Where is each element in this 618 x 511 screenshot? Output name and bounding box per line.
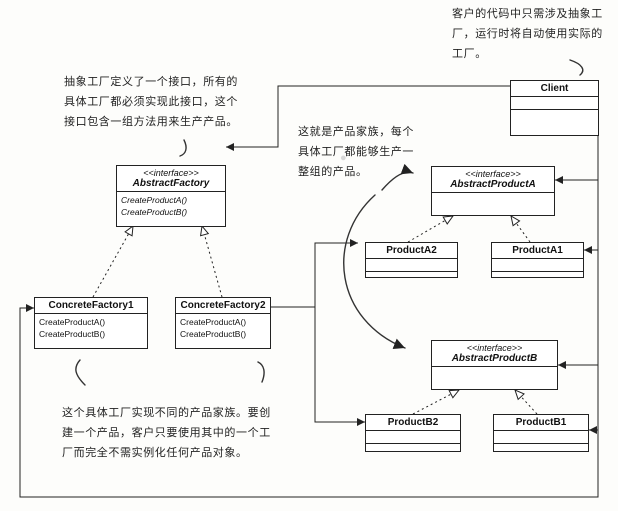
operation: CreateProductB() bbox=[180, 329, 247, 339]
note-line: 这个具体工厂实现不同的产品家族。要创 bbox=[62, 406, 271, 419]
note-line: 抽象工厂定义了一个接口，所有的 bbox=[64, 75, 238, 88]
note-line: 具体工厂都能够生产一 bbox=[298, 145, 414, 158]
interface-stereotype: <<interface>> bbox=[465, 169, 521, 179]
operation: CreateProductA() bbox=[121, 195, 188, 205]
client-to-product-b1-association bbox=[589, 365, 599, 434]
note-line: 接口包含一组方法用来生产产品。 bbox=[64, 115, 238, 128]
concrete-factory-2-to-product-b2 bbox=[314, 307, 365, 426]
client-to-concrete-factory-1-association bbox=[19, 304, 599, 498]
concrete-note-pointer-right bbox=[257, 361, 265, 383]
note-line: 厂而完全不需实例化任何产品对象。 bbox=[62, 446, 248, 459]
cf2-implements-abstract-factory bbox=[199, 224, 223, 298]
product-a2-class-box: ProductA2 bbox=[365, 242, 458, 278]
background-text: ● bbox=[340, 152, 347, 164]
operation: CreateProductB() bbox=[39, 329, 106, 339]
operation: CreateProductB() bbox=[121, 207, 188, 217]
client-class-box: Client bbox=[510, 80, 599, 136]
product-b1-class-box: ProductB1 bbox=[493, 414, 589, 452]
note-line: 整组的产品。 bbox=[298, 165, 368, 178]
class-name: ConcreteFactory1 bbox=[48, 300, 134, 311]
client-to-abstract-factory-association bbox=[226, 85, 510, 151]
family-arrow-to-product-b bbox=[343, 194, 406, 350]
note-line: 客户的代码中只需涉及抽象工 bbox=[452, 7, 603, 20]
b1-implements-abstract-product-b bbox=[514, 389, 538, 415]
class-name: ProductA1 bbox=[512, 245, 563, 256]
abstract-product-a-class-box: <<interface>> AbstractProductA bbox=[431, 166, 555, 216]
concrete-note-pointer-left bbox=[75, 359, 86, 386]
note-line: 这就是产品家族，每个 bbox=[298, 125, 414, 138]
operation: CreateProductA() bbox=[180, 317, 247, 327]
abstract-factory-note: 抽象工厂定义了一个接口，所有的 具体工厂都必须实现此接口，这个 接口包含一组方法… bbox=[64, 72, 294, 132]
a1-implements-abstract-product-a bbox=[510, 215, 531, 243]
class-name: Client bbox=[540, 83, 569, 94]
concrete-factory-2-class-box: ConcreteFactory2 CreateProductA() Create… bbox=[175, 297, 271, 349]
class-name: ProductA2 bbox=[386, 245, 437, 256]
product-b2-class-box: ProductB2 bbox=[365, 414, 461, 452]
client-note-pointer bbox=[569, 59, 584, 76]
product-a1-class-box: ProductA1 bbox=[491, 242, 584, 278]
a2-implements-abstract-product-a bbox=[407, 215, 455, 243]
factory-note-pointer bbox=[179, 139, 187, 157]
concrete-factory-2-to-product-a2 bbox=[271, 239, 358, 308]
abstract-product-b-class-box: <<interface>> AbstractProductB bbox=[431, 340, 558, 390]
abstract-factory-class-box: <<interface>> AbstractFactory CreateProd… bbox=[116, 165, 226, 227]
interface-stereotype: <<interface>> bbox=[143, 168, 199, 178]
operation: CreateProductA() bbox=[39, 317, 106, 327]
cf1-implements-abstract-factory bbox=[92, 224, 134, 298]
note-line: 厂，运行时将自动使用实际的 bbox=[452, 27, 603, 40]
note-line: 建一个产品，客户只要使用其中的一个工 bbox=[62, 426, 271, 439]
family-arrow-to-product-a bbox=[381, 163, 414, 191]
b2-implements-abstract-product-b bbox=[412, 389, 461, 415]
note-line: 工厂。 bbox=[452, 47, 487, 60]
concrete-factory-1-class-box: ConcreteFactory1 CreateProductA() Create… bbox=[34, 297, 148, 349]
class-name: AbstractProductA bbox=[450, 179, 536, 190]
class-name: ProductB1 bbox=[515, 417, 567, 428]
client-note: 客户的代码中只需涉及抽象工 厂，运行时将自动使用实际的 工厂。 bbox=[452, 4, 618, 64]
client-to-product-a1-association bbox=[584, 180, 599, 254]
product-family-note: 这就是产品家族，每个 具体工厂都能够生产一 整组的产品。 bbox=[298, 122, 468, 182]
concrete-factory-note: 这个具体工厂实现不同的产品家族。要创 建一个产品，客户只要使用其中的一个工 厂而… bbox=[62, 403, 352, 463]
class-name: AbstractProductB bbox=[451, 353, 538, 364]
class-name: AbstractFactory bbox=[132, 178, 210, 189]
class-name: ConcreteFactory2 bbox=[180, 300, 266, 311]
interface-stereotype: <<interface>> bbox=[466, 343, 523, 353]
note-line: 具体工厂都必须实现此接口，这个 bbox=[64, 95, 238, 108]
class-name: ProductB2 bbox=[387, 417, 439, 428]
